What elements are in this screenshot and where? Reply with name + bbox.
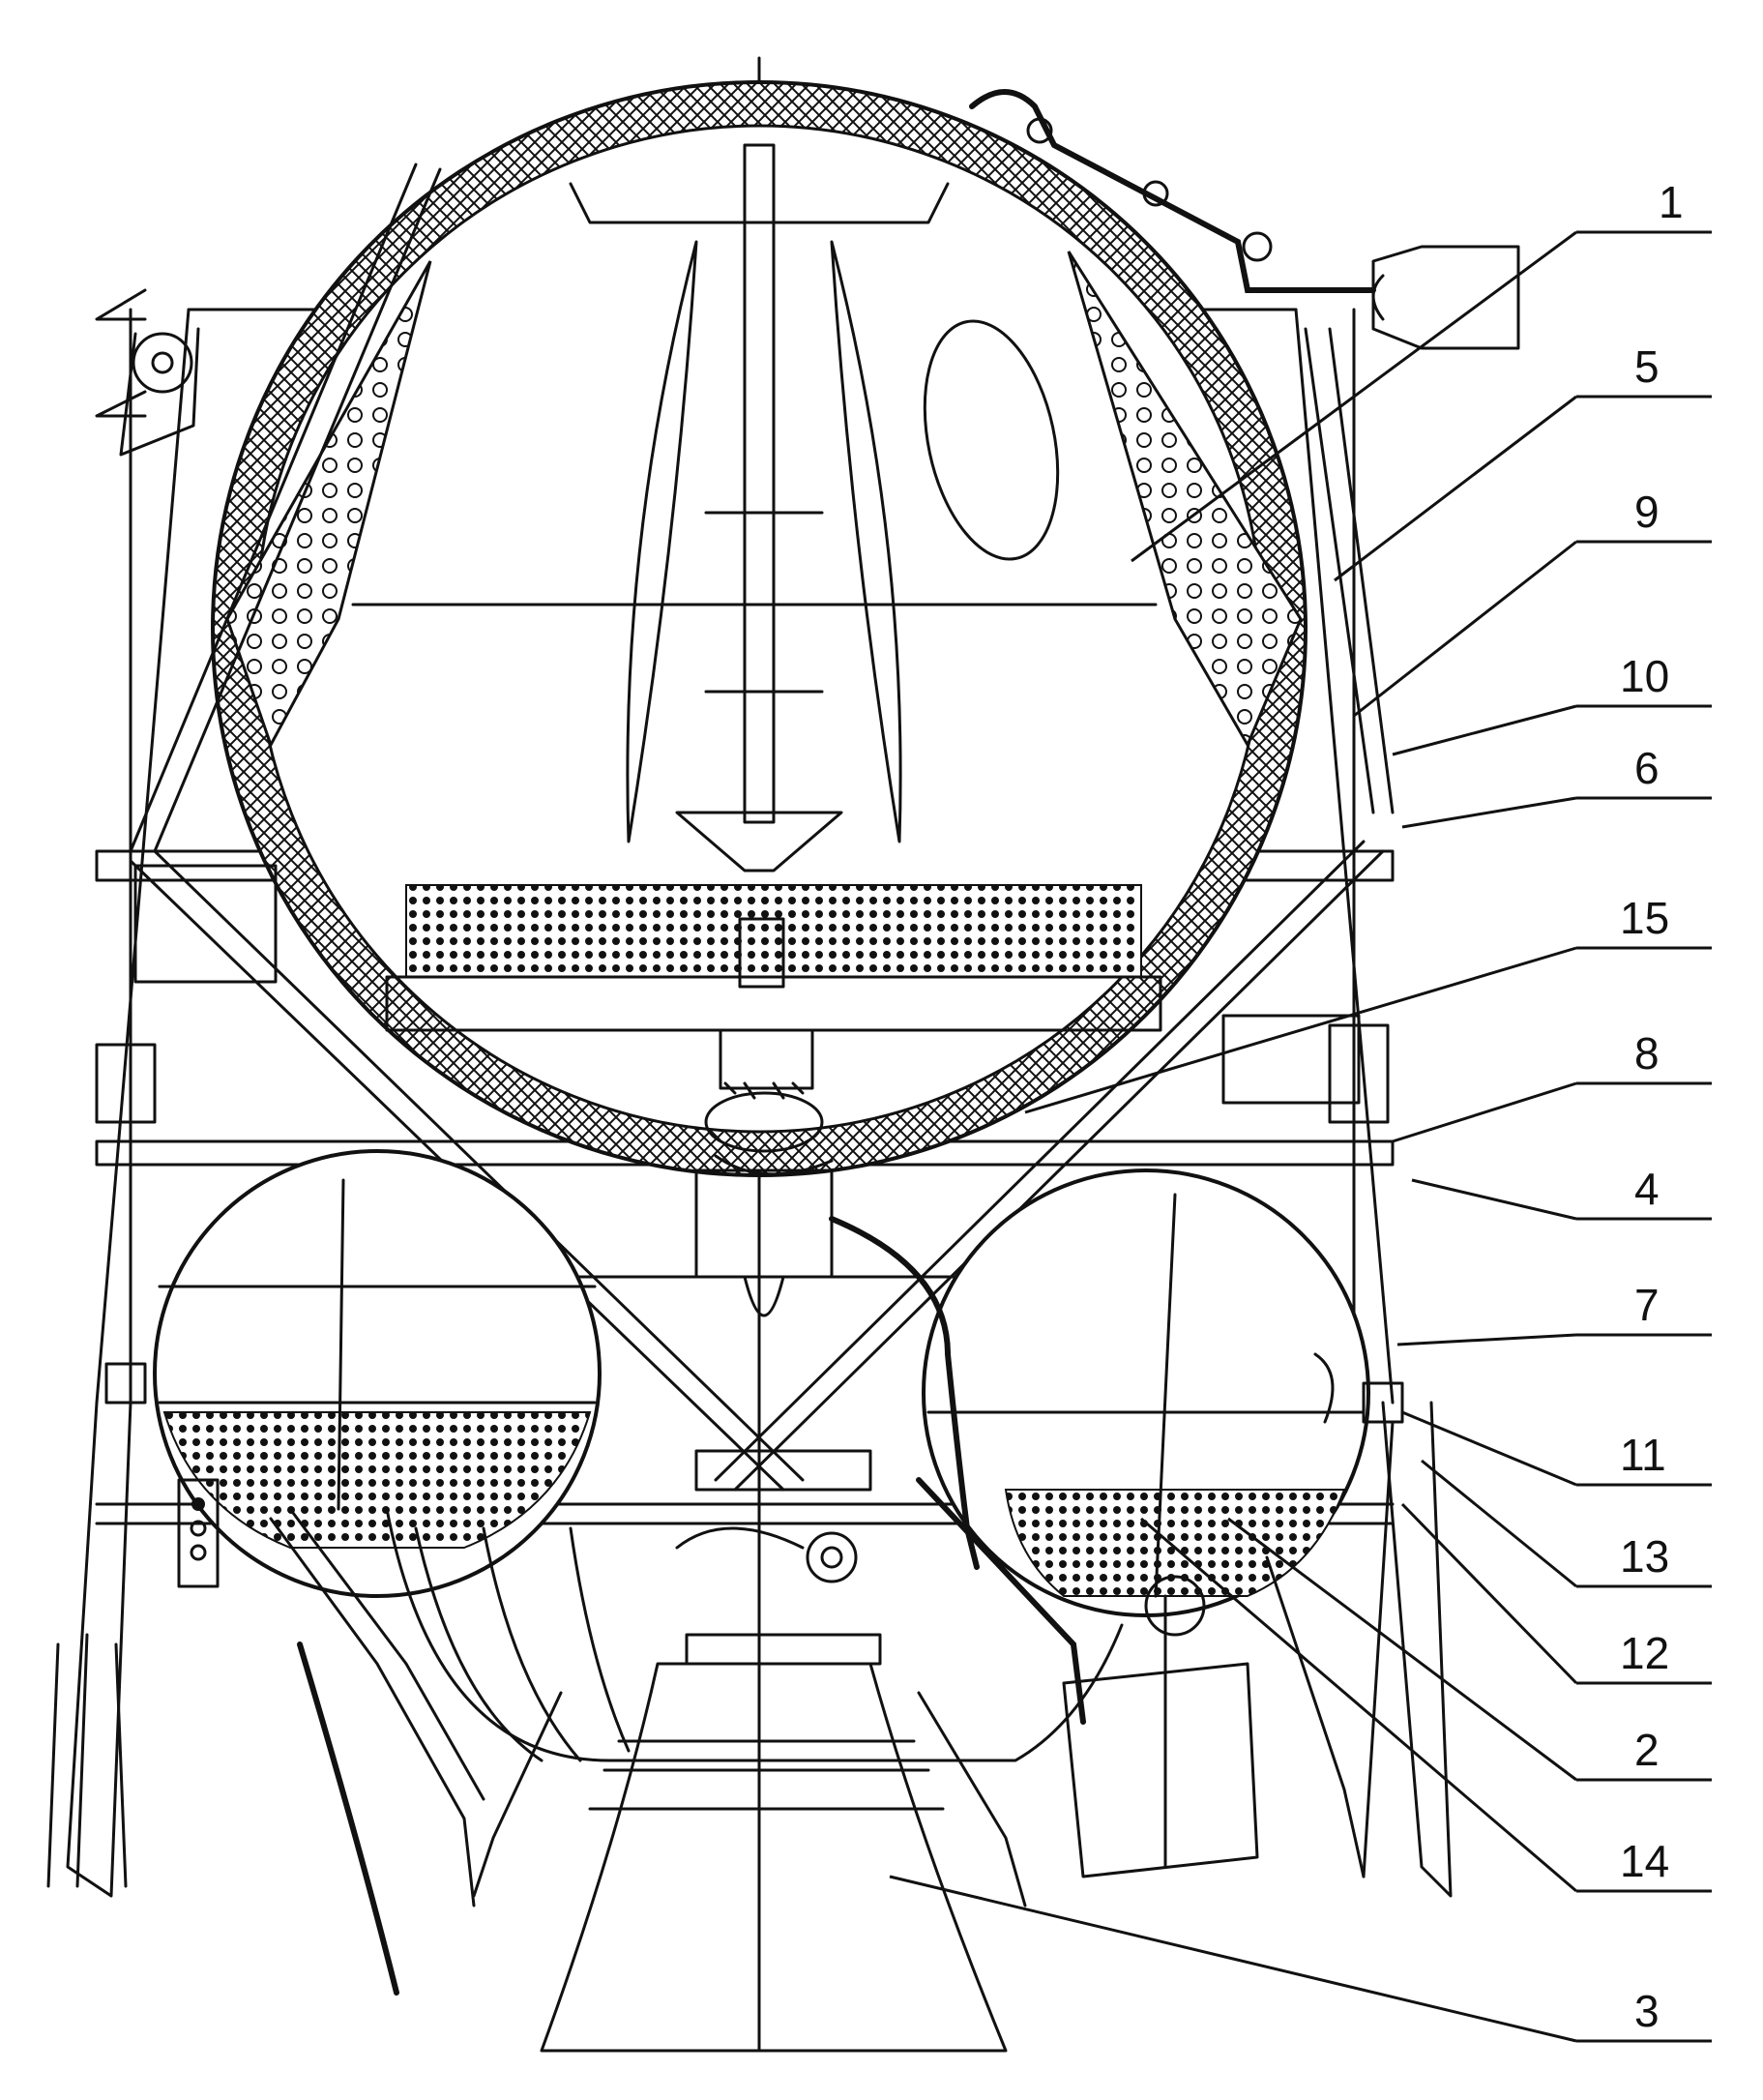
callout-2: 2	[1634, 1725, 1660, 1775]
left-side-box	[135, 866, 276, 982]
left-tank	[155, 1151, 600, 1596]
callout-12: 12	[1620, 1628, 1669, 1678]
left-leg-mount	[106, 1364, 145, 1403]
callout-11: 11	[1620, 1430, 1666, 1480]
bottom-right-pod	[1064, 1664, 1257, 1877]
callout-4: 4	[1634, 1164, 1660, 1214]
callout-5: 5	[1634, 341, 1660, 392]
callout-labels: 1 5 9 10 6 15 8 4 7 11 13 12 2 14 3	[1620, 177, 1684, 2036]
callout-7: 7	[1634, 1280, 1660, 1330]
callout-14: 14	[1620, 1836, 1669, 1886]
equipment-strip	[406, 885, 1141, 977]
descent-capsule	[213, 82, 1306, 1175]
callout-13: 13	[1620, 1531, 1669, 1582]
callout-10: 10	[1620, 651, 1669, 701]
callout-1: 1	[1659, 177, 1684, 227]
right-tank	[924, 1170, 1368, 1615]
antenna-bell	[1373, 247, 1518, 348]
callout-9: 9	[1634, 487, 1660, 537]
callout-8: 8	[1634, 1028, 1660, 1079]
callout-3: 3	[1634, 1986, 1660, 2036]
callout-15: 15	[1620, 893, 1669, 943]
callout-6: 6	[1634, 743, 1660, 793]
right-side-box	[1223, 1016, 1359, 1103]
